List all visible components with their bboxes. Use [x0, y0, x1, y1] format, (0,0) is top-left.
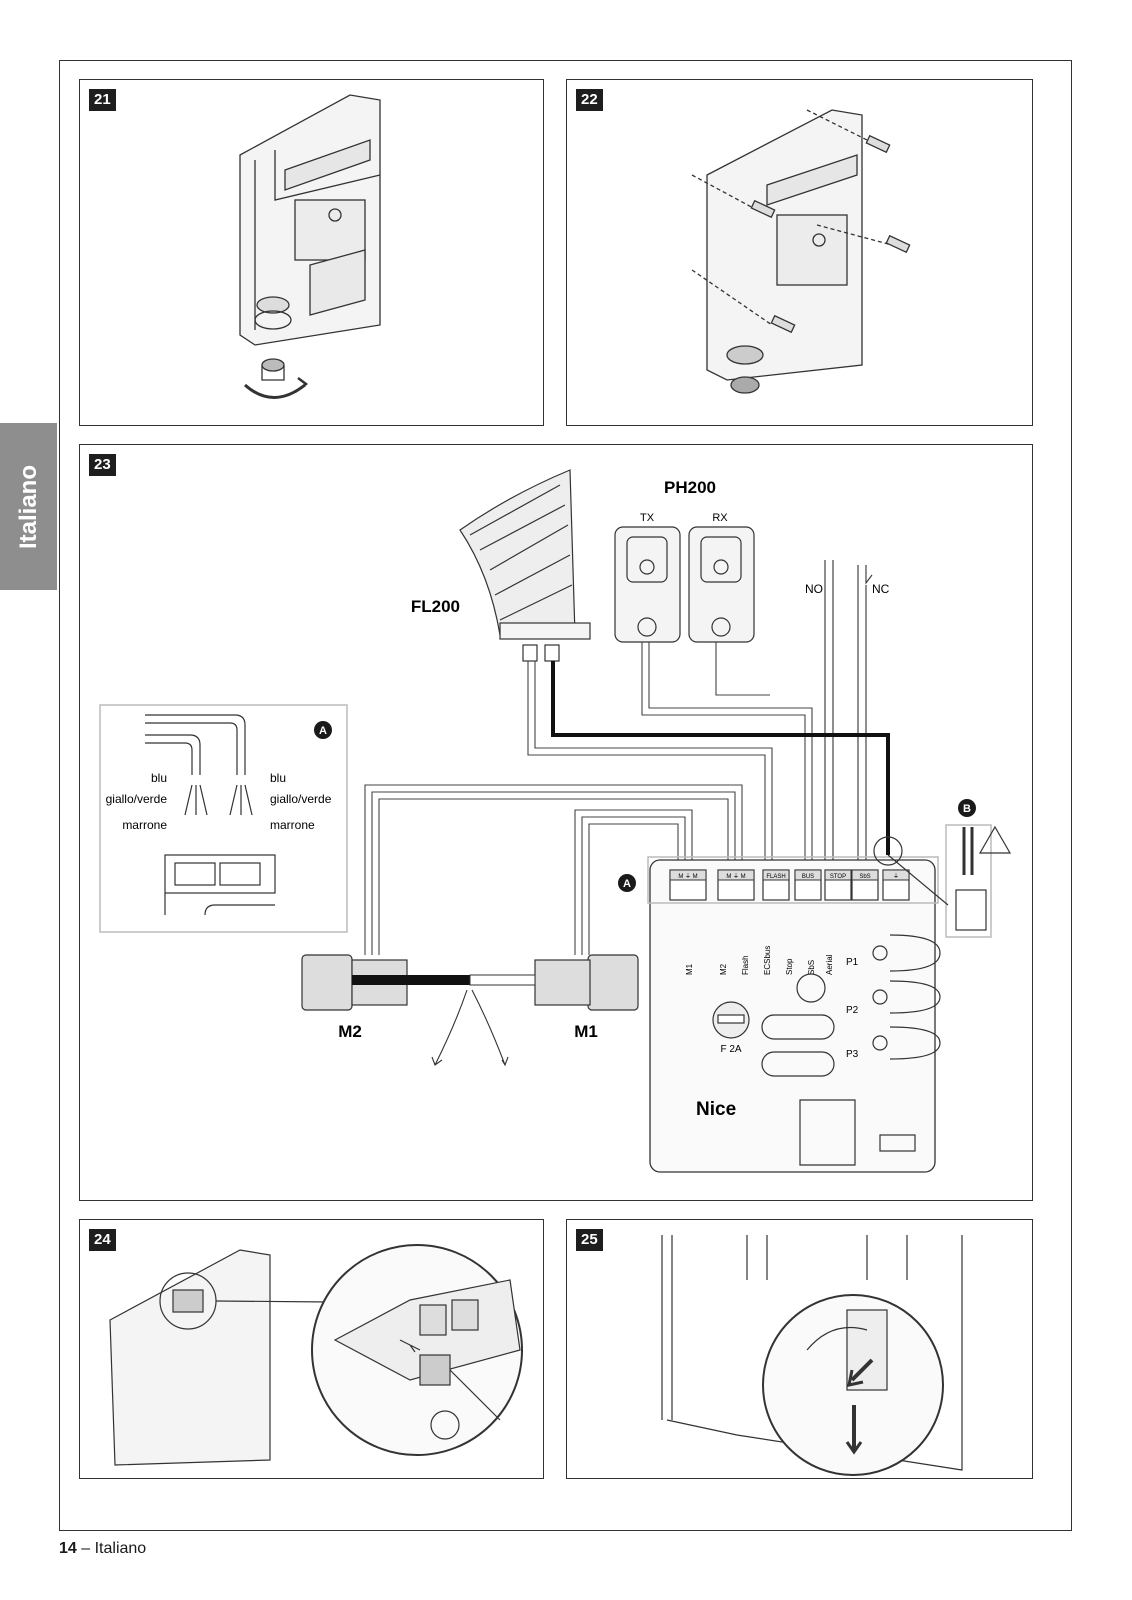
- figure-number: 25: [576, 1229, 603, 1251]
- footer-language: Italiano: [94, 1540, 147, 1557]
- wire-label-giallo-verde: giallo/verde: [106, 792, 168, 806]
- footer-separator: –: [76, 1540, 95, 1557]
- figure-number: 24: [89, 1229, 116, 1251]
- terminal-block: ⏚: [882, 869, 910, 901]
- page-footer: 14 – Italiano: [59, 1540, 146, 1558]
- callout-a2-label: A: [623, 878, 631, 890]
- figure-number: 21: [89, 89, 116, 111]
- control-board: A: [618, 856, 939, 1173]
- page-number: 14: [59, 1540, 77, 1557]
- board-label: Flash: [741, 955, 750, 975]
- fl200-label: FL200: [411, 597, 460, 616]
- figure-number: 23: [89, 454, 116, 476]
- motor-m1: [534, 954, 639, 1011]
- photocell-tx: [614, 526, 681, 643]
- terminal-label: ⏚: [893, 873, 899, 880]
- inset-a: A blu giallo/verde marrone blu giallo/ve…: [99, 704, 348, 933]
- callout-a-label: A: [319, 725, 327, 737]
- terminal-label: FLASH: [766, 874, 785, 880]
- tx-label: TX: [640, 512, 655, 524]
- connector-removal-drawing: [109, 1244, 523, 1466]
- battery-compartment-drawing: [661, 1235, 963, 1476]
- figure-22: 22: [566, 79, 1033, 426]
- fl200-flashing-light: [459, 469, 591, 662]
- wire-label-giallo-verde-2: giallo/verde: [270, 792, 332, 806]
- figure-21: 21: [79, 79, 544, 426]
- board-label: SbS: [807, 960, 816, 975]
- terminal-block: M ⏚ M: [717, 869, 755, 901]
- button-p2-label: P2: [846, 1005, 859, 1016]
- terminal-block: FLASH: [762, 869, 790, 901]
- terminal-block: STOP: [824, 869, 852, 901]
- terminal-label: STOP: [830, 874, 846, 880]
- photocell-rx: [688, 526, 755, 643]
- fuse-label: F 2A: [720, 1044, 741, 1055]
- terminal-block: BUS: [794, 869, 822, 901]
- no-contact-label: NO: [805, 582, 823, 596]
- terminal-label: M ⏚ M: [726, 873, 745, 880]
- inset-b: [873, 824, 1012, 938]
- page-frame: [59, 60, 1072, 1531]
- m1-label: M1: [574, 1022, 598, 1041]
- button-p3-label: P3: [846, 1049, 859, 1060]
- m2-label: M2: [338, 1022, 362, 1041]
- control-unit-with-screws-drawing: [691, 109, 911, 394]
- board-label: ECSbus: [763, 946, 772, 975]
- figure-23: 23 A blu giallo/verde marrone blu: [79, 444, 1033, 1201]
- wire-label-blu-2: blu: [270, 771, 286, 785]
- wire-label-blu: blu: [151, 771, 167, 785]
- wiring-diagram: A blu giallo/verde marrone blu giallo/ve…: [99, 469, 1012, 1173]
- nice-brand-logo: Nice: [696, 1099, 736, 1120]
- nc-contact-label: NC: [872, 582, 890, 596]
- rx-label: RX: [712, 512, 728, 524]
- terminal-label: M ⏚ M: [678, 873, 697, 880]
- wire-label-marrone-2: marrone: [270, 818, 315, 832]
- terminal-block: SbS: [851, 869, 879, 901]
- figure-24: 24: [79, 1219, 544, 1479]
- terminal-label: SbS: [859, 874, 870, 880]
- button-p1-label: P1: [846, 957, 859, 968]
- language-tab-label: Italiano: [14, 464, 42, 549]
- fuse: [712, 1001, 750, 1039]
- terminal-blocks: M ⏚ M M ⏚ M FLASH BUS STOP SbS ⏚: [669, 869, 910, 901]
- ph200-label: PH200: [664, 478, 716, 497]
- board-label: M2: [719, 963, 728, 975]
- figure-25: 25: [566, 1219, 1033, 1479]
- callout-b-label: B: [963, 803, 971, 815]
- board-label: Aerial: [825, 954, 834, 975]
- board-label: M1: [685, 963, 694, 975]
- figure-number: 22: [576, 89, 603, 111]
- board-labels: M1 M2 Flash ECSbus Stop SbS Aerial: [685, 946, 834, 975]
- wire-label-marrone: marrone: [122, 818, 167, 832]
- language-tab: Italiano: [0, 423, 57, 590]
- control-unit-drawing: [239, 94, 381, 399]
- terminal-label: BUS: [802, 874, 814, 880]
- board-label: Stop: [785, 958, 794, 975]
- terminal-block: M ⏚ M: [669, 869, 707, 901]
